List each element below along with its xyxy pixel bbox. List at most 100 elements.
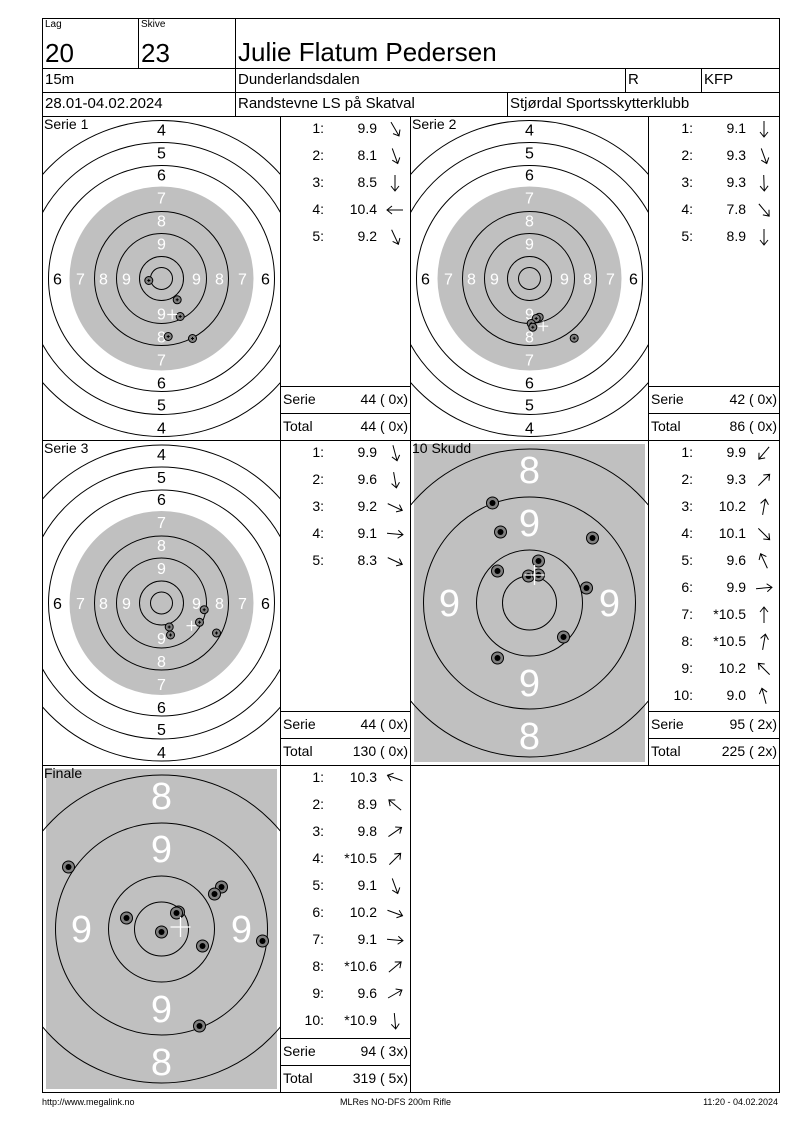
shot-value: *10.5 bbox=[713, 606, 746, 622]
shot-number: 10: bbox=[304, 1012, 324, 1028]
ring-label: 4 bbox=[157, 421, 166, 438]
lag-value: 20 bbox=[45, 38, 74, 68]
shot-number: 1: bbox=[312, 769, 324, 785]
direction-arrow-icon bbox=[760, 633, 769, 650]
panel-title: Finale bbox=[44, 765, 83, 781]
ring bbox=[134, 901, 189, 957]
ring bbox=[150, 591, 173, 615]
ring-label: 8 bbox=[525, 214, 534, 231]
ring-label: 6 bbox=[261, 596, 270, 613]
footer-url[interactable]: http://www.megalink.no bbox=[42, 1097, 135, 1107]
ring bbox=[139, 256, 184, 301]
ring-label: 9 bbox=[122, 272, 131, 289]
shot-row: 9:10.2 bbox=[649, 658, 779, 685]
shot-row: 4:*10.5 bbox=[281, 848, 410, 875]
ring bbox=[139, 580, 184, 626]
shot-center bbox=[535, 558, 542, 564]
ring bbox=[116, 557, 207, 649]
shot-number: 3: bbox=[312, 498, 324, 514]
club-name: Stjørdal Sportsskytterklubb bbox=[510, 95, 690, 112]
ring-label: 8 bbox=[151, 1042, 172, 1084]
total-value: 44 ( 0x) bbox=[360, 418, 408, 434]
ring bbox=[48, 489, 275, 717]
shot-row: 2:9.3 bbox=[649, 145, 779, 172]
shot-center bbox=[489, 500, 496, 506]
shot-row: 5:9.1 bbox=[281, 875, 410, 902]
ring-label: 6 bbox=[157, 492, 166, 509]
shot-number: 1: bbox=[312, 444, 324, 460]
shot-number: 1: bbox=[312, 120, 324, 136]
direction-arrow-icon bbox=[387, 503, 403, 513]
ring-label: 8 bbox=[467, 272, 476, 289]
direction-arrow-icon bbox=[386, 935, 404, 945]
ring-label: 6 bbox=[157, 700, 166, 717]
shot-row: 3:9.8 bbox=[281, 821, 410, 848]
ring-label: 9 bbox=[599, 583, 620, 625]
direction-arrow-icon bbox=[758, 203, 770, 217]
shot-center bbox=[191, 337, 194, 340]
ring-label: 7 bbox=[157, 353, 166, 370]
shot-center bbox=[196, 1023, 203, 1029]
ring-label: 7 bbox=[157, 515, 166, 532]
footer-software: MLRes NO-DFS 200m Rifle bbox=[340, 1097, 452, 1107]
direction-arrow-icon bbox=[391, 148, 401, 165]
ring-label: 5 bbox=[157, 470, 166, 487]
shot-center bbox=[175, 298, 179, 302]
shot-row: 4:9.1 bbox=[281, 523, 410, 550]
shot-value: 10.1 bbox=[718, 525, 746, 541]
ring bbox=[507, 256, 552, 301]
lag-cell: Lag 20 bbox=[42, 18, 139, 69]
shot-center bbox=[218, 884, 225, 890]
ring-label: 5 bbox=[525, 146, 534, 163]
shot-center bbox=[525, 573, 532, 579]
shot-number: 8: bbox=[681, 633, 693, 649]
black-area bbox=[437, 186, 622, 371]
ring-label: 9 bbox=[560, 272, 569, 289]
group-center-cross-icon bbox=[170, 917, 191, 937]
shot-row: 3:8.5 bbox=[281, 172, 410, 199]
shot-row: 5:9.6 bbox=[649, 550, 779, 577]
ring bbox=[476, 549, 583, 657]
ring bbox=[416, 165, 643, 392]
group-center-cross-icon bbox=[186, 620, 197, 631]
total-value: 225 ( 2x) bbox=[721, 743, 777, 759]
shot-number: 6: bbox=[681, 579, 693, 595]
shot-value: 9.1 bbox=[726, 120, 746, 136]
direction-arrow-icon bbox=[388, 961, 402, 973]
ring-label: 9 bbox=[151, 829, 172, 871]
class-r-cell: R bbox=[625, 68, 702, 93]
direction-arrow-icon bbox=[391, 878, 401, 895]
shot-row: 5:8.9 bbox=[649, 226, 779, 253]
direction-arrow-icon bbox=[760, 498, 769, 515]
distance: 15m bbox=[45, 71, 75, 88]
shot-value: 9.3 bbox=[726, 174, 746, 190]
shot-center bbox=[178, 315, 182, 318]
serie-label: Serie bbox=[283, 716, 316, 732]
ring-label: 9 bbox=[519, 503, 540, 545]
total-label: Total bbox=[651, 418, 681, 434]
ring bbox=[411, 142, 648, 415]
shot-center bbox=[198, 620, 201, 624]
shot-center bbox=[199, 943, 206, 949]
distance-cell: 15m bbox=[42, 68, 236, 93]
shooter-name: Julie Flatum Pedersen bbox=[238, 37, 497, 67]
direction-arrow-icon bbox=[388, 826, 403, 837]
ring-label: 8 bbox=[157, 654, 166, 671]
location: Dunderlandsdalen bbox=[238, 71, 360, 88]
direction-arrow-icon bbox=[758, 687, 768, 704]
ring-label: 8 bbox=[99, 272, 108, 289]
ring-label: 5 bbox=[157, 146, 166, 163]
shot-number: 2: bbox=[681, 147, 693, 163]
shot-center bbox=[497, 529, 504, 535]
shot-value: *10.5 bbox=[344, 850, 377, 866]
serie-value: 44 ( 0x) bbox=[360, 716, 408, 732]
direction-arrow-icon bbox=[390, 175, 400, 192]
panel-title: Serie 3 bbox=[44, 440, 89, 456]
